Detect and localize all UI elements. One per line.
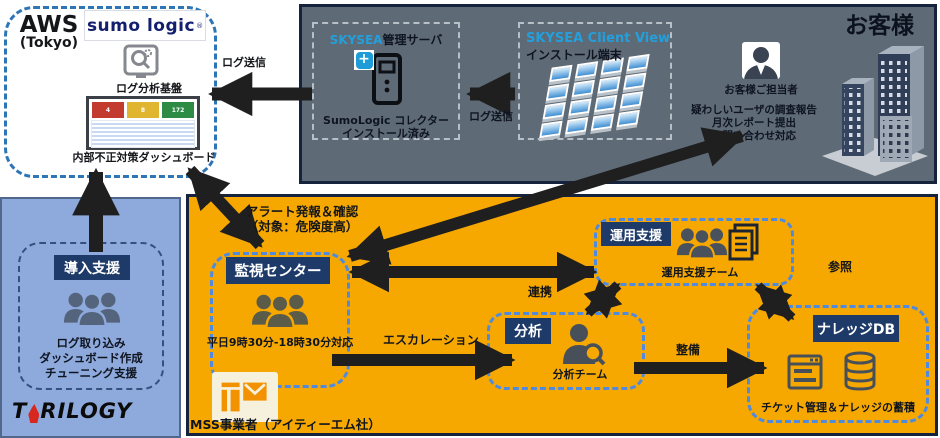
knowledge-db-caption: チケット管理＆ナレッジの蓄積 xyxy=(761,401,915,414)
operation-team-label: 運用支援チーム xyxy=(661,266,739,279)
collector-caption-2: インストール済み xyxy=(342,127,430,140)
customer-task-list: 疑わしいユーザの調査報告 月次レポート提出 お問い合わせ対応 xyxy=(691,104,817,142)
analysis-badge: 分析 xyxy=(505,318,551,344)
log-platform-label: ログ分析基盤 xyxy=(116,82,182,95)
contact-label: お客様ご担当者 xyxy=(724,84,798,96)
onboarding-team-icon xyxy=(63,290,121,332)
sumo-logic-logo: sumo logic® xyxy=(84,10,206,41)
office-building-icon xyxy=(816,36,934,182)
log-send-right-label: ログ送信 xyxy=(469,110,513,123)
server-icon: + xyxy=(354,50,406,112)
ticket-window-icon xyxy=(786,352,824,396)
onboarding-badge: 導入支援 xyxy=(54,255,130,280)
log-send-left-label: ログ送信 xyxy=(222,56,266,69)
aws-subtitle: (Tokyo) xyxy=(19,35,79,51)
client-view-subtitle: インストール端末 xyxy=(526,48,622,62)
mss-footer-label: MSS事業者（アイティーエム社） xyxy=(190,417,381,432)
terilogy-flame-icon xyxy=(28,404,40,423)
client-view-title: SKYSEA Client View xyxy=(526,31,671,46)
monitoring-hours: 平日9時30分-18時30分対応 xyxy=(206,336,354,349)
collector-caption-1: SumoLogic コレクター xyxy=(323,114,449,127)
analysis-team-label: 分析チーム xyxy=(552,368,608,381)
dashboard-caption: 内部不正対策ダッシュボード xyxy=(72,151,216,164)
dashboard-green-tile: 172 xyxy=(162,102,194,118)
skysea-brand: SKYSEA xyxy=(329,33,383,47)
aws-title: AWS xyxy=(19,12,79,38)
itm-logo xyxy=(212,372,278,422)
document-icon xyxy=(726,222,760,266)
customer-title: お客様 xyxy=(845,13,914,39)
database-icon xyxy=(840,350,880,396)
dashboard-image: 4 8 172 xyxy=(86,96,200,150)
analyst-icon xyxy=(558,322,606,370)
contact-person-icon xyxy=(742,42,780,79)
collector-plus-badge: + xyxy=(354,50,374,70)
monitoring-center-badge: 監視センター xyxy=(226,257,330,284)
operation-badge: 運用支援 xyxy=(601,222,671,246)
dashboard-table-rows xyxy=(91,120,195,148)
maintenance-label: 整備 xyxy=(676,343,701,357)
operation-team-icon xyxy=(676,226,728,264)
monitoring-center-box xyxy=(210,252,350,388)
knowledge-db-badge: ナレッジDB xyxy=(813,315,899,342)
escalation-label: エスカレーション xyxy=(383,333,479,347)
alert-label: アラート発報＆確認 （対象：危険度高） xyxy=(245,204,359,234)
onboarding-task-list: ログ取り込み ダッシュボード作成 チューニング支援 xyxy=(39,336,143,380)
aws-title-block: AWS (Tokyo) xyxy=(16,12,82,51)
cooperation-label: 連携 xyxy=(528,285,553,299)
log-analysis-icon xyxy=(122,44,160,84)
dashboard-red-tile: 4 xyxy=(92,102,124,118)
mgmt-server-title: SKYSEA管理サーバ xyxy=(329,33,443,47)
reference-label: 参照 xyxy=(828,260,853,274)
monitoring-team-icon xyxy=(251,292,309,334)
dashboard-yellow-tile: 8 xyxy=(127,102,159,118)
